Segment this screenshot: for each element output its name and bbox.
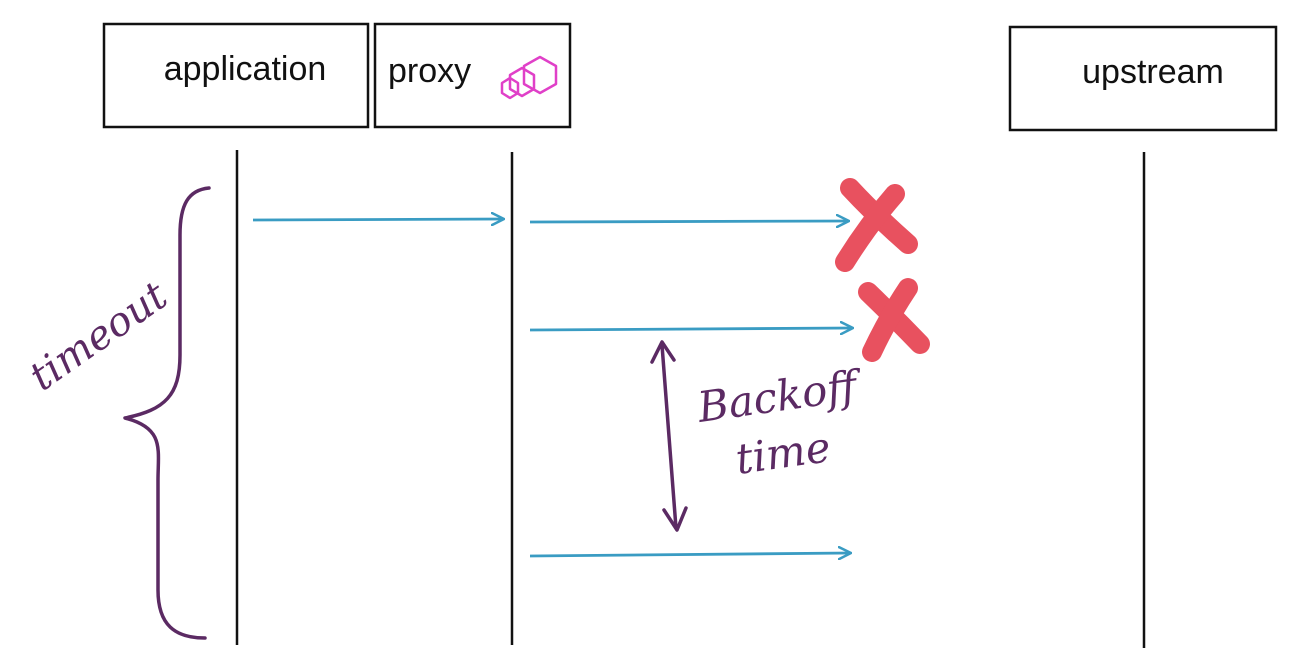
participant-proxy-label: proxy bbox=[388, 52, 471, 90]
arrow-proxy-attempt-3 bbox=[529, 553, 850, 556]
red-x-icon bbox=[858, 278, 930, 362]
arrow-proxy-attempt-2 bbox=[529, 328, 852, 330]
envoy-hexagon-logo-icon bbox=[500, 55, 558, 100]
participant-application-label: application bbox=[164, 50, 327, 88]
backoff-arrowhead-up bbox=[650, 340, 676, 364]
red-x-icon bbox=[835, 178, 918, 272]
backoff-double-arrow bbox=[660, 343, 678, 530]
participant-upstream-label: upstream bbox=[1082, 53, 1224, 91]
participant-proxy: proxy bbox=[373, 22, 572, 129]
timeout-label: timeout bbox=[21, 272, 176, 400]
arrow-proxy-attempt-1 bbox=[529, 221, 848, 222]
backoff-arrowhead-down bbox=[662, 506, 688, 532]
timeout-brace bbox=[123, 186, 211, 640]
arrow-application-to-proxy bbox=[252, 219, 503, 220]
participant-application: application bbox=[102, 22, 370, 129]
backoff-label-line1: Backoff bbox=[694, 360, 866, 432]
backoff-label-line2: time bbox=[733, 422, 834, 484]
participant-upstream: upstream bbox=[1008, 25, 1278, 132]
